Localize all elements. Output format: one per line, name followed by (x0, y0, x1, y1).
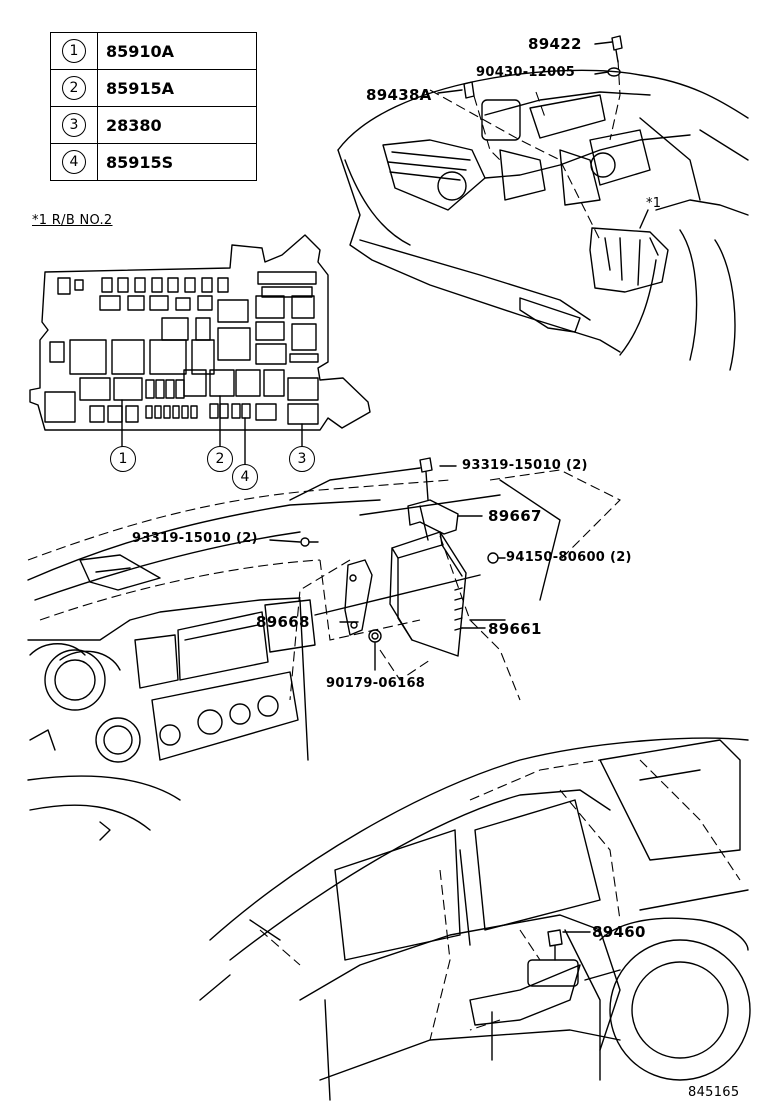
part-label-89438a: 89438A (366, 86, 432, 104)
legend-table: 1 85910A 2 85915A 3 28380 4 85915S (50, 32, 257, 181)
relay-callout-4: 4 (232, 464, 258, 490)
part-label-89460: 89460 (592, 923, 646, 941)
legend-code-1: 85910A (97, 32, 257, 70)
part-label-89422: 89422 (528, 35, 582, 53)
leader-lines (269, 41, 649, 933)
legend-row: 3 28380 (50, 106, 257, 144)
legend-num-2: 2 (62, 76, 86, 100)
part-label-90179-06168: 90179-06168 (326, 676, 426, 691)
part-label-89661: 89661 (488, 620, 542, 638)
legend-num-3: 3 (62, 113, 86, 137)
part-label-93319-15010-left: 93319-15010 (2) (132, 531, 258, 546)
legend-row: 2 85915A (50, 69, 257, 107)
relay-block-note: *1 R/B NO.2 (32, 213, 113, 228)
legend-num-4: 4 (62, 150, 86, 174)
part-label-94150-80600: 94150-80600 (2) (506, 550, 632, 565)
legend-code-2: 85915A (97, 69, 257, 107)
legend-code-3: 28380 (97, 106, 257, 144)
legend-row: 4 85915S (50, 143, 257, 181)
relay-callout-2: 2 (207, 446, 233, 472)
phantom-lines (27, 59, 741, 1041)
front-vehicle-drawing (337, 69, 749, 371)
legend-code-4: 85915S (97, 143, 257, 181)
part-label-93319-15010-top: 93319-15010 (2) (462, 458, 588, 473)
ecu-drawing (289, 457, 561, 657)
legend-num-1: 1 (62, 39, 86, 63)
part-label-90430-12005: 90430-12005 (476, 65, 576, 80)
relay-block-marker: *1 (646, 196, 662, 211)
relay-block-drawing (29, 234, 371, 466)
relay-callout-3: 3 (289, 446, 315, 472)
rear-vehicle-drawing (199, 737, 751, 1101)
relay-callout-1: 1 (110, 446, 136, 472)
dashboard-drawing (27, 499, 381, 841)
diagram-id: 845165 (688, 1085, 740, 1100)
legend-row: 1 85910A (50, 32, 257, 70)
part-label-89667: 89667 (488, 507, 542, 525)
part-label-89668: 89668 (256, 613, 310, 631)
